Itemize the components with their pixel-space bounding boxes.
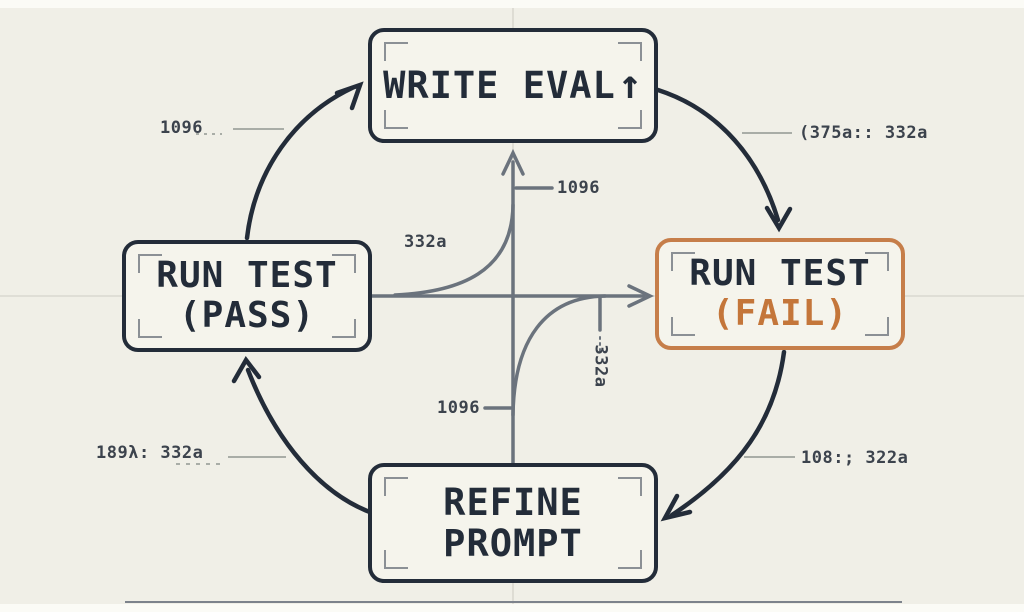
annotation-mid-upper: 1096 [557,178,600,198]
corner-bracket [384,42,408,61]
write-eval-label: WRITE EVAL [383,64,616,108]
annotation-top-left: 1096 [160,118,203,138]
annotation-mid-lower: 1096 [437,398,480,418]
up-arrow-glyph: ↑ [617,62,643,109]
up-arrowhead [501,148,525,176]
node-label: REFINE [443,480,583,524]
top-margin-strip [0,0,1024,8]
arc-refine-to-pass-arrowhead [231,355,262,384]
corner-bracket [618,110,642,129]
node-label: RUN TEST [689,252,871,294]
corner-bracket [384,110,408,129]
arc-write-eval-to-fail-arrowhead [764,205,793,233]
corner-bracket [332,319,356,338]
corner-bracket [384,550,408,569]
merge-curve-left-to-up [393,203,515,297]
corner-bracket [618,550,642,569]
corner-bracket [865,317,889,336]
node-sublabel: PROMPT [443,522,583,565]
bottom-margin-strip [0,604,1024,612]
merge-curve-bottom-to-right [511,294,607,417]
corner-bracket [384,477,408,496]
arc-refine-to-pass [245,367,378,517]
node-sublabel-fail: (FAIL) [711,293,849,334]
arc-write-eval-to-fail [655,87,781,223]
right-arrowhead [627,284,655,308]
corner-bracket [138,319,162,338]
node-label: RUN TEST [156,254,338,296]
arc-fail-to-refine [669,349,787,518]
annotation-bottom-right: 108:; 322a [801,448,909,468]
arc-fail-to-refine-arrowhead [660,493,693,522]
corner-bracket [332,254,356,273]
annotation-bottom-left: 189λ: 332a [96,443,204,463]
corner-bracket [865,252,889,271]
arc-pass-to-write-eval-arrowhead [334,81,364,111]
annotation-top-right: (375a:: 332a [799,123,928,143]
corner-bracket [671,252,695,271]
corner-bracket [671,317,695,336]
arc-pass-to-write-eval [244,85,355,241]
node-label: WRITE EVAL↑ [383,63,643,108]
corner-bracket [618,477,642,496]
corner-bracket [138,254,162,273]
node-run-test-fail: RUN TEST (FAIL) [655,238,905,350]
annotation-rotated-label: 332a [590,344,611,388]
node-run-test-pass: RUN TEST (PASS) [122,240,372,352]
annotation-tick-label: 332a [404,232,447,252]
corner-bracket [618,42,642,61]
node-write-eval: WRITE EVAL↑ [368,28,658,143]
node-refine-prompt: REFINE PROMPT [368,463,658,583]
node-sublabel: (PASS) [178,295,316,336]
